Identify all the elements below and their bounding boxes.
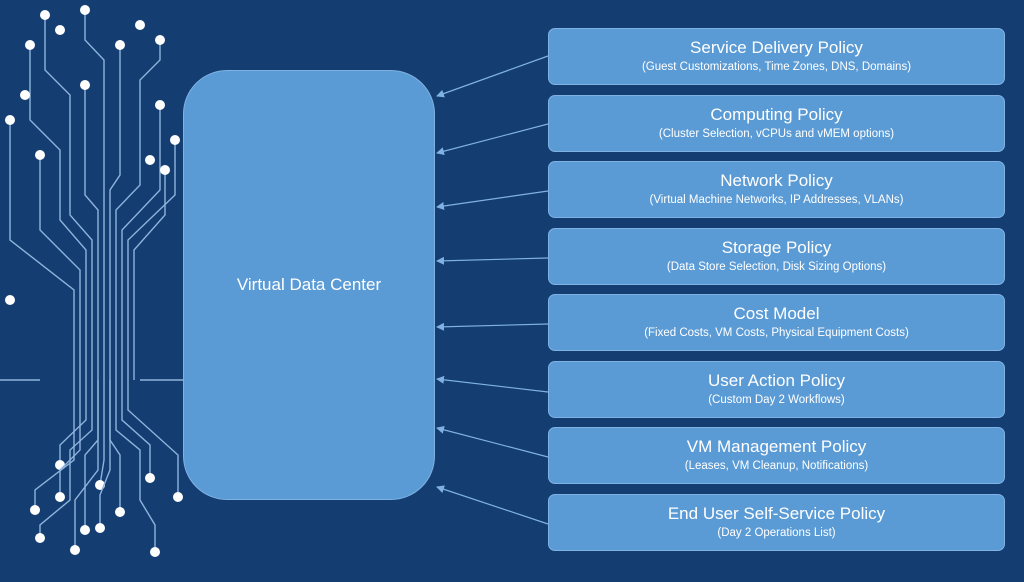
- circuit-trace: [121, 105, 161, 380]
- policy-box-end-user-self-service: End User Self-Service Policy (Day 2 Oper…: [548, 494, 1005, 551]
- arrow-2: [436, 190, 549, 210]
- circuit-node: [20, 90, 30, 100]
- circuit-node: [80, 5, 90, 15]
- circuit-node: [160, 165, 170, 175]
- circuit-trace: [133, 170, 166, 380]
- circuit-node: [70, 545, 80, 555]
- circuit-tree-decoration: [0, 5, 183, 557]
- policy-box-network: Network Policy (Virtual Machine Networks…: [548, 161, 1005, 218]
- policy-subtitle: (Data Store Selection, Disk Sizing Optio…: [666, 261, 887, 273]
- circuit-trace: [9, 120, 75, 380]
- virtual-data-center-box: Virtual Data Center: [183, 70, 435, 500]
- circuit-node: [40, 10, 50, 20]
- circuit-node: [150, 547, 160, 557]
- policy-subtitle: (Fixed Costs, VM Costs, Physical Equipme…: [644, 327, 909, 339]
- arrow-3: [436, 256, 549, 265]
- circuit-node: [145, 473, 155, 483]
- circuit-node: [5, 295, 15, 305]
- circuit-node: [5, 115, 15, 125]
- circuit-node: [155, 35, 165, 45]
- circuit-trace: [84, 85, 99, 380]
- circuit-trace: [121, 380, 151, 478]
- policy-box-computing: Computing Policy (Cluster Selection, vCP…: [548, 95, 1005, 152]
- circuit-node: [55, 492, 65, 502]
- circuit-trace: [59, 380, 87, 465]
- arrow-1: [436, 123, 549, 156]
- circuit-node: [173, 492, 183, 502]
- arrow-0: [436, 55, 549, 98]
- circuit-node: [55, 25, 65, 35]
- circuit-trace: [99, 380, 105, 486]
- policy-subtitle: (Virtual Machine Networks, IP Addresses,…: [649, 194, 904, 206]
- policy-box-storage: Storage Policy (Data Store Selection, Di…: [548, 228, 1005, 285]
- circuit-node: [35, 150, 45, 160]
- policy-title: VM Management Policy: [686, 437, 867, 456]
- circuit-node: [95, 523, 105, 533]
- circuit-trace: [39, 380, 93, 538]
- arrow-6: [436, 425, 549, 458]
- policy-subtitle: (Cluster Selection, vCPUs and vMEM optio…: [658, 128, 895, 140]
- circuit-trace: [39, 155, 81, 380]
- policy-title: User Action Policy: [708, 371, 845, 390]
- policy-box-service-delivery: Service Delivery Policy (Guest Customiza…: [548, 28, 1005, 85]
- policy-title: Computing Policy: [710, 105, 843, 124]
- arrow-7: [436, 485, 549, 525]
- circuit-trace: [109, 45, 121, 380]
- policy-box-vm-management: VM Management Policy (Leases, VM Cleanup…: [548, 427, 1005, 484]
- policy-subtitle: (Guest Customizations, Time Zones, DNS, …: [641, 61, 912, 73]
- circuit-node: [145, 155, 155, 165]
- circuit-trace: [34, 380, 75, 510]
- circuit-trace: [44, 15, 93, 380]
- policy-subtitle: (Day 2 Operations List): [717, 527, 836, 539]
- circuit-node: [35, 533, 45, 543]
- policy-title: Cost Model: [733, 304, 820, 323]
- arrow-5: [436, 375, 549, 393]
- circuit-trace: [99, 380, 111, 528]
- arrow-4: [436, 322, 549, 331]
- policy-title: Service Delivery Policy: [690, 38, 863, 57]
- circuit-trace: [115, 40, 161, 380]
- circuit-trace: [115, 380, 156, 552]
- policy-box-cost-model: Cost Model (Fixed Costs, VM Costs, Physi…: [548, 294, 1005, 351]
- policy-box-user-action: User Action Policy (Custom Day 2 Workflo…: [548, 361, 1005, 418]
- circuit-node: [115, 507, 125, 517]
- circuit-node: [135, 20, 145, 30]
- circuit-node: [80, 80, 90, 90]
- circuit-trace: [127, 380, 179, 497]
- policy-title: End User Self-Service Policy: [667, 504, 886, 523]
- virtual-data-center-label: Virtual Data Center: [236, 275, 382, 294]
- circuit-trace: [29, 45, 87, 380]
- circuit-trace: [74, 380, 99, 550]
- policy-title: Storage Policy: [721, 238, 832, 257]
- circuit-trace: [59, 380, 81, 497]
- circuit-node: [170, 135, 180, 145]
- circuit-node: [80, 525, 90, 535]
- circuit-trace: [127, 140, 176, 380]
- policy-subtitle: (Custom Day 2 Workflows): [708, 394, 845, 406]
- circuit-node: [115, 40, 125, 50]
- circuit-node: [30, 505, 40, 515]
- circuit-node: [155, 100, 165, 110]
- policy-title: Network Policy: [720, 171, 833, 190]
- circuit-node: [25, 40, 35, 50]
- policy-subtitle: (Leases, VM Cleanup, Notifications): [684, 460, 869, 472]
- circuit-trace: [84, 10, 105, 380]
